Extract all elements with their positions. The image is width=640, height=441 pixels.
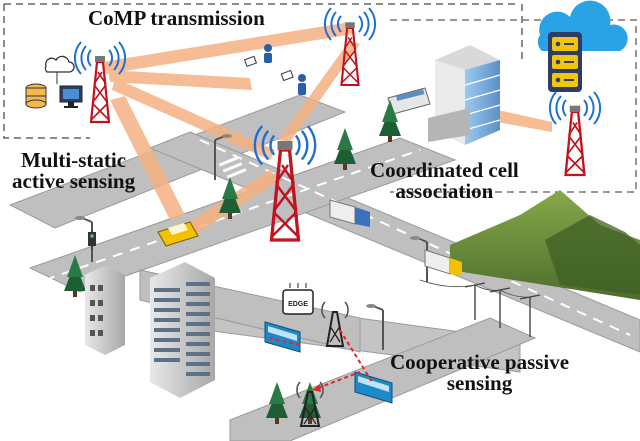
dashed-frames <box>3 3 637 193</box>
cooperative-line-1: Cooperative passive <box>390 350 570 374</box>
edge-label: EDGE <box>288 301 308 308</box>
bus-icon-lower <box>264 321 393 404</box>
comp-transmission-text: CoMP transmission <box>88 6 265 30</box>
buildings-left <box>85 262 215 398</box>
edge-server-icon: EDGE <box>282 283 314 315</box>
user-icon <box>243 44 306 95</box>
cooperative-passive-sensing-label: Cooperative passive sensing <box>390 350 570 396</box>
bus-icon <box>387 87 431 115</box>
traffic-light <box>88 230 96 250</box>
sensing-tower-bottom <box>296 381 324 427</box>
cloud-server-icon <box>537 0 628 92</box>
comp-transmission-label: CoMP transmission <box>88 6 265 30</box>
sensing-links <box>269 329 373 392</box>
power-lines <box>419 279 541 337</box>
database-icon <box>25 83 47 109</box>
cooperative-line-2: sensing <box>446 371 513 396</box>
mountains <box>450 190 640 300</box>
office-building <box>428 45 501 145</box>
multi-static-line-1: Multi-static <box>21 148 127 172</box>
multi-static-sensing-label: Multi-static active sensing <box>12 148 136 194</box>
truck-icon <box>329 199 462 276</box>
car-icon <box>157 221 199 247</box>
coordinated-line-1: Coordinated cell <box>370 158 519 182</box>
coordinated-line-2: association <box>395 179 494 204</box>
monitor-icon <box>59 85 83 108</box>
multi-static-line-2: active sensing <box>12 169 136 194</box>
cloud-small-icon <box>44 55 75 84</box>
coordinated-cell-association-label: Coordinated cell association <box>370 158 519 204</box>
sensing-tower-top <box>321 301 349 347</box>
tower-icon-right <box>548 91 602 177</box>
